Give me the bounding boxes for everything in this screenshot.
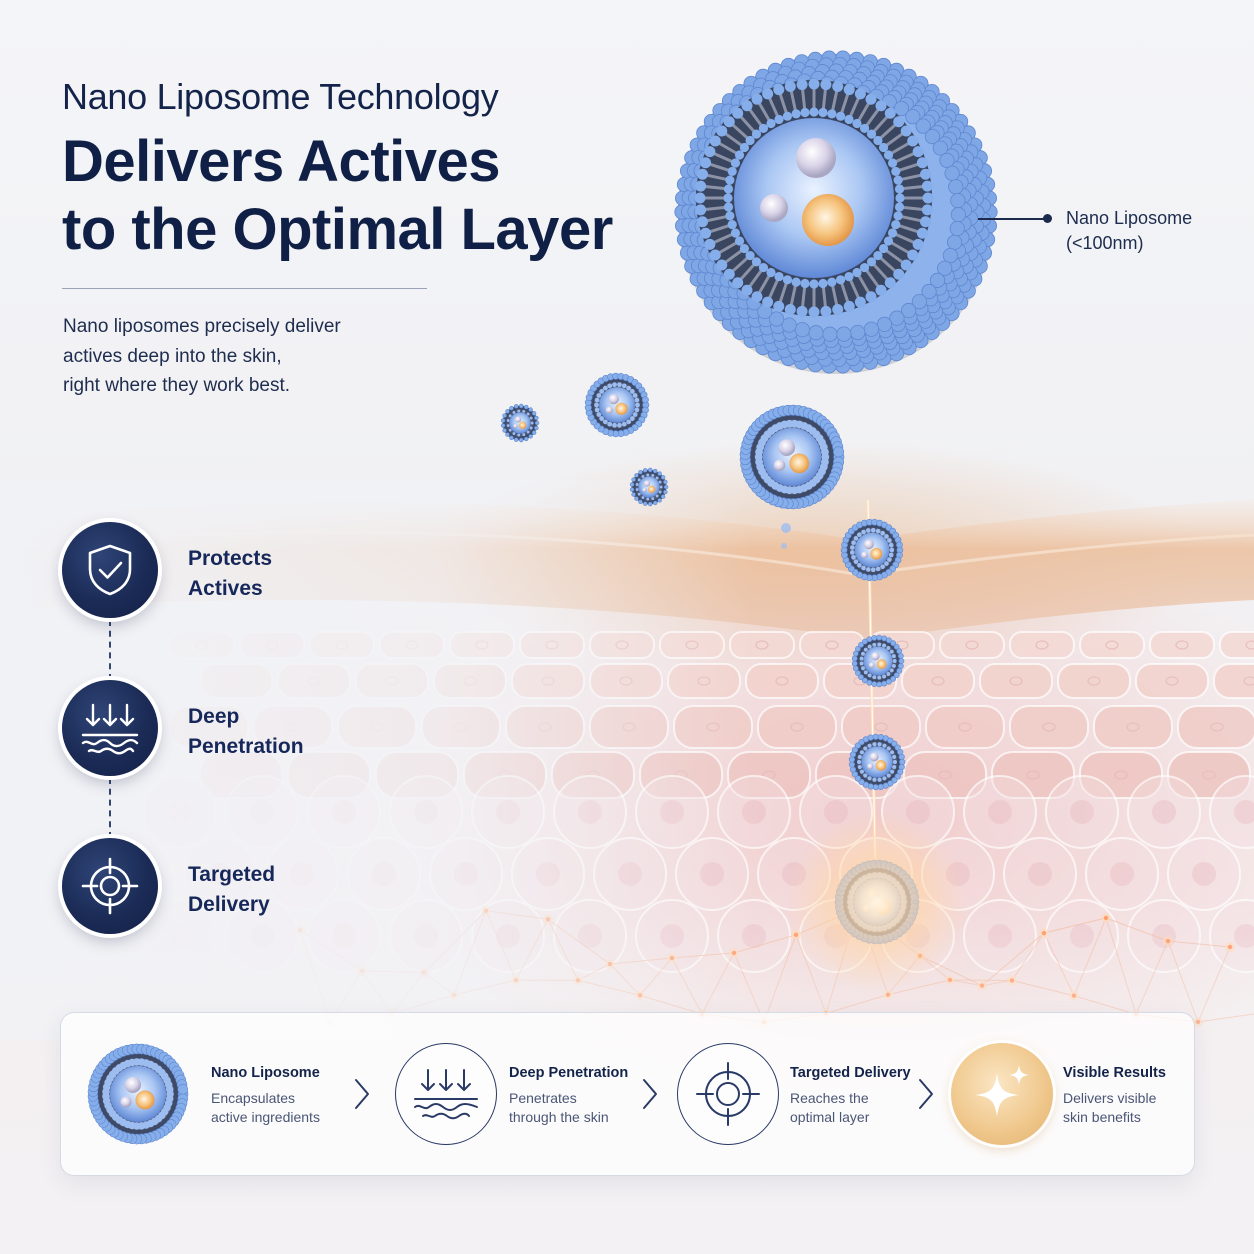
feature-label-line: Deep — [188, 705, 240, 728]
feature-label: Deep Penetration — [188, 702, 304, 762]
callout-leader-line — [978, 218, 1046, 220]
chevron-right-icon — [919, 1079, 933, 1109]
chevron-right-icon — [643, 1079, 657, 1109]
headline: Delivers Actives to the Optimal Layer — [62, 128, 613, 264]
intro-line-2: actives deep into the skin, — [63, 345, 282, 367]
feature-protects-actives: Protects Actives — [62, 522, 362, 618]
intro-line-3: right where they work best. — [63, 375, 291, 396]
step-description-line: active ingredients — [211, 1108, 320, 1125]
step-title: Nano Liposome — [211, 1065, 320, 1081]
step-description-line: Delivers visible — [1063, 1090, 1157, 1106]
step-targeted-delivery: Targeted Delivery Reaches the optimal la… — [677, 1013, 937, 1175]
feature-label-line: Penetration — [188, 735, 304, 758]
eyebrow-title: Nano Liposome Technology — [62, 76, 499, 117]
crosshair-icon — [677, 1043, 779, 1145]
arrows-down-waves-icon — [395, 1043, 497, 1145]
step-deep-penetration: Deep Penetration Penetrates through the … — [395, 1013, 655, 1175]
feature-label-line: Actives — [188, 577, 263, 600]
liposome-icon — [87, 1043, 189, 1145]
step-visible-results: Visible Results Delivers visible skin be… — [951, 1013, 1191, 1175]
step-description-line: Encapsulates — [211, 1090, 296, 1106]
callout-name: Nano Liposome — [1066, 208, 1193, 228]
sparkle-icon — [951, 1043, 1053, 1145]
arrows-down-waves-icon — [62, 680, 158, 776]
divider — [62, 288, 427, 289]
step-description-line: optimal layer — [790, 1108, 870, 1125]
process-steps-panel: Nano Liposome Encapsulates active ingred… — [60, 1012, 1195, 1176]
step-nano-liposome: Nano Liposome Encapsulates active ingred… — [61, 1013, 351, 1175]
feature-label-line: Protects — [188, 547, 273, 570]
feature-targeted-delivery: Targeted Delivery — [62, 838, 362, 934]
feature-label-line: Delivery — [188, 893, 270, 916]
crosshair-icon — [62, 838, 158, 934]
intro-text: Nano liposomes precisely deliver actives… — [63, 312, 423, 401]
feature-connector — [109, 620, 111, 680]
step-description-line: Reaches the — [790, 1090, 869, 1106]
callout-dot — [1043, 214, 1052, 223]
feature-label: Targeted Delivery — [188, 860, 275, 920]
chevron-right-icon — [355, 1079, 369, 1109]
step-description-line: Penetrates — [509, 1090, 577, 1106]
feature-connector — [109, 778, 111, 838]
step-description-line: through the skin — [509, 1108, 609, 1125]
step-title: Visible Results — [1063, 1065, 1166, 1081]
headline-line-2: to the Optimal Layer — [62, 197, 613, 262]
step-description: Encapsulates active ingredients — [211, 1089, 320, 1126]
step-title: Deep Penetration — [509, 1065, 629, 1081]
shield-check-icon — [62, 522, 158, 618]
step-description: Penetrates through the skin — [509, 1089, 609, 1126]
step-description: Reaches the optimal layer — [790, 1089, 869, 1126]
callout-size: (<100nm) — [1066, 233, 1144, 253]
feature-deep-penetration: Deep Penetration — [62, 680, 362, 776]
step-description: Delivers visible skin benefits — [1063, 1089, 1156, 1126]
feature-label: Protects Actives — [188, 544, 272, 604]
step-title: Targeted Delivery — [790, 1065, 911, 1081]
intro-line-1: Nano liposomes precisely deliver — [63, 316, 341, 337]
feature-label-line: Targeted — [188, 863, 276, 886]
step-description-line: skin benefits — [1063, 1108, 1141, 1125]
headline-line-1: Delivers Actives — [62, 129, 501, 194]
callout-label: Nano Liposome (<100nm) — [1066, 206, 1192, 256]
